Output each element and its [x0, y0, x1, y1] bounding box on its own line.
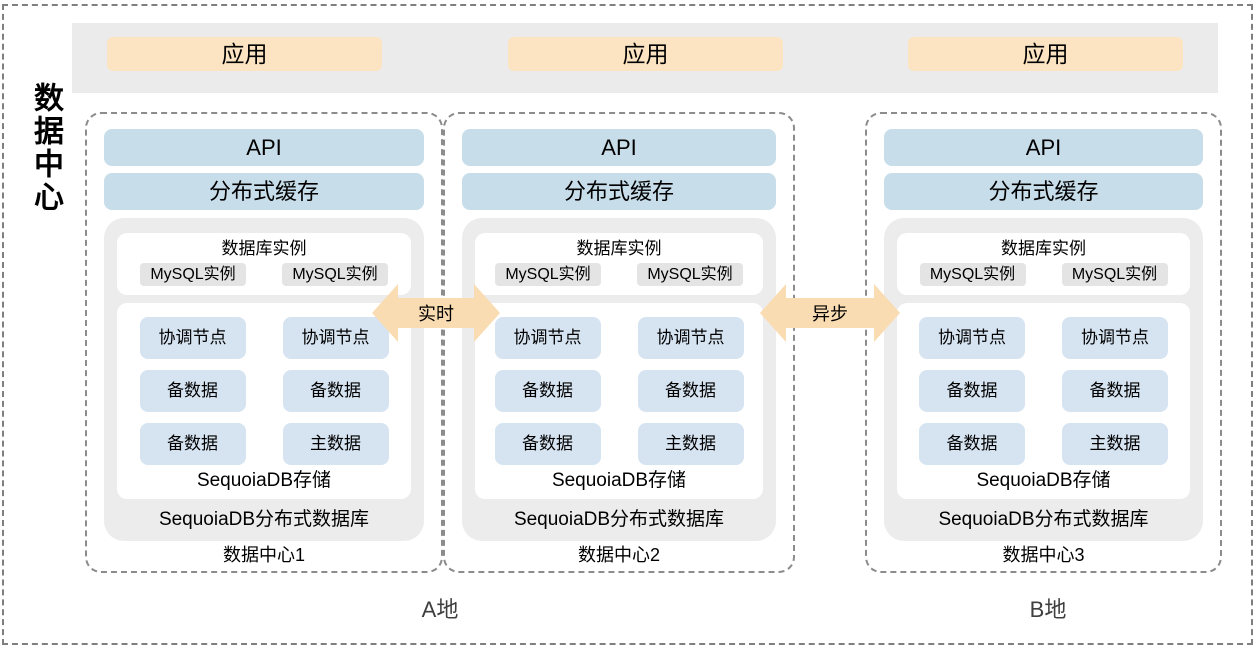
node-box: 协调节点 [1062, 317, 1168, 359]
node-box: 协调节点 [637, 317, 744, 359]
storage-panel: 协调节点 协调节点 备数据 备数据 备数据 主数据 SequoiaDB存储 [897, 303, 1190, 499]
node-box: 备数据 [139, 423, 246, 465]
cache-bar: 分布式缓存 [884, 173, 1203, 210]
datacenter-2-box: API 分布式缓存 数据库实例 MySQL实例 MySQL实例 协调节点 协调节… [443, 112, 795, 573]
node-box: 备数据 [282, 370, 389, 412]
node-box: 备数据 [139, 370, 246, 412]
mysql-instance-pill: MySQL实例 [637, 263, 743, 286]
application-box-3: 应用 [908, 37, 1183, 71]
storage-panel: 协调节点 协调节点 备数据 备数据 备数据 主数据 SequoiaDB存储 [475, 303, 763, 499]
sequoiadb-cluster-panel: 数据库实例 MySQL实例 MySQL实例 协调节点 协调节点 备数据 备数据 … [884, 218, 1203, 541]
cluster-label: SequoiaDB分布式数据库 [513, 509, 725, 530]
db-instance-panel: 数据库实例 MySQL实例 MySQL实例 [117, 233, 411, 295]
cluster-label: SequoiaDB分布式数据库 [938, 509, 1149, 530]
realtime-sync-arrow: 实时 [372, 281, 500, 345]
cluster-label: SequoiaDB分布式数据库 [158, 509, 370, 530]
region-b-label: B地 [1029, 597, 1067, 622]
node-box: 主数据 [282, 423, 389, 465]
db-instance-title: 数据库实例 [576, 239, 662, 258]
sequoiadb-cluster-panel: 数据库实例 MySQL实例 MySQL实例 协调节点 协调节点 备数据 备数据 … [462, 218, 776, 541]
node-box: 备数据 [494, 423, 601, 465]
api-bar: API [884, 129, 1203, 166]
region-a-label: A地 [421, 597, 459, 622]
node-grid: 协调节点 协调节点 备数据 备数据 备数据 主数据 [475, 303, 763, 465]
node-box: 备数据 [494, 370, 601, 412]
mysql-instance-row: MySQL实例 MySQL实例 [475, 263, 763, 286]
mysql-instance-pill: MySQL实例 [1061, 263, 1168, 286]
datacenter-1-box: API 分布式缓存 数据库实例 MySQL实例 MySQL实例 协调节点 协调节… [85, 112, 443, 573]
node-grid: 协调节点 协调节点 备数据 备数据 备数据 主数据 [897, 303, 1190, 465]
storage-label: SequoiaDB存储 [551, 470, 687, 491]
datacenter-3-box: API 分布式缓存 数据库实例 MySQL实例 MySQL实例 协调节点 协调节… [865, 112, 1222, 573]
node-box: 主数据 [637, 423, 744, 465]
mysql-instance-pill: MySQL实例 [140, 263, 246, 286]
mysql-instance-row: MySQL实例 MySQL实例 [117, 263, 411, 286]
mysql-instance-pill: MySQL实例 [282, 263, 388, 286]
db-instance-title: 数据库实例 [221, 239, 307, 258]
node-box: 主数据 [1062, 423, 1168, 465]
vertical-title: 数据中心 [29, 82, 62, 214]
node-box: 备数据 [919, 423, 1025, 465]
node-box: 协调节点 [282, 317, 389, 359]
arrow-label: 实时 [418, 304, 454, 324]
arrow-label: 异步 [812, 304, 848, 324]
sequoiadb-cluster-panel: 数据库实例 MySQL实例 MySQL实例 协调节点 协调节点 备数据 备数据 … [104, 218, 424, 541]
double-arrow-icon [760, 284, 900, 342]
db-instance-panel: 数据库实例 MySQL实例 MySQL实例 [475, 233, 763, 295]
datacenter-name-label: 数据中心1 [222, 545, 305, 565]
node-box: 协调节点 [919, 317, 1025, 359]
node-grid: 协调节点 协调节点 备数据 备数据 备数据 主数据 [117, 303, 411, 465]
cache-bar: 分布式缓存 [104, 173, 424, 210]
async-sync-arrow: 异步 [760, 281, 900, 345]
db-instance-panel: 数据库实例 MySQL实例 MySQL实例 [897, 233, 1190, 295]
db-instance-title: 数据库实例 [1001, 239, 1086, 258]
datacenter-name-label: 数据中心3 [1002, 545, 1085, 565]
node-box: 备数据 [637, 370, 744, 412]
mysql-instance-pill: MySQL实例 [495, 263, 601, 286]
storage-label: SequoiaDB存储 [976, 470, 1111, 491]
node-box: 备数据 [1062, 370, 1168, 412]
mysql-instance-row: MySQL实例 MySQL实例 [897, 263, 1190, 286]
node-box: 协调节点 [494, 317, 601, 359]
api-bar: API [462, 129, 776, 166]
datacenter-name-label: 数据中心2 [577, 545, 660, 565]
application-box-2: 应用 [508, 37, 783, 71]
node-box: 备数据 [919, 370, 1025, 412]
node-box: 协调节点 [139, 317, 246, 359]
application-box-1: 应用 [107, 37, 382, 71]
api-bar: API [104, 129, 424, 166]
cache-bar: 分布式缓存 [462, 173, 776, 210]
mysql-instance-pill: MySQL实例 [919, 263, 1026, 286]
storage-panel: 协调节点 协调节点 备数据 备数据 备数据 主数据 SequoiaDB存储 [117, 303, 411, 499]
storage-label: SequoiaDB存储 [196, 470, 332, 491]
double-arrow-icon [372, 284, 500, 342]
